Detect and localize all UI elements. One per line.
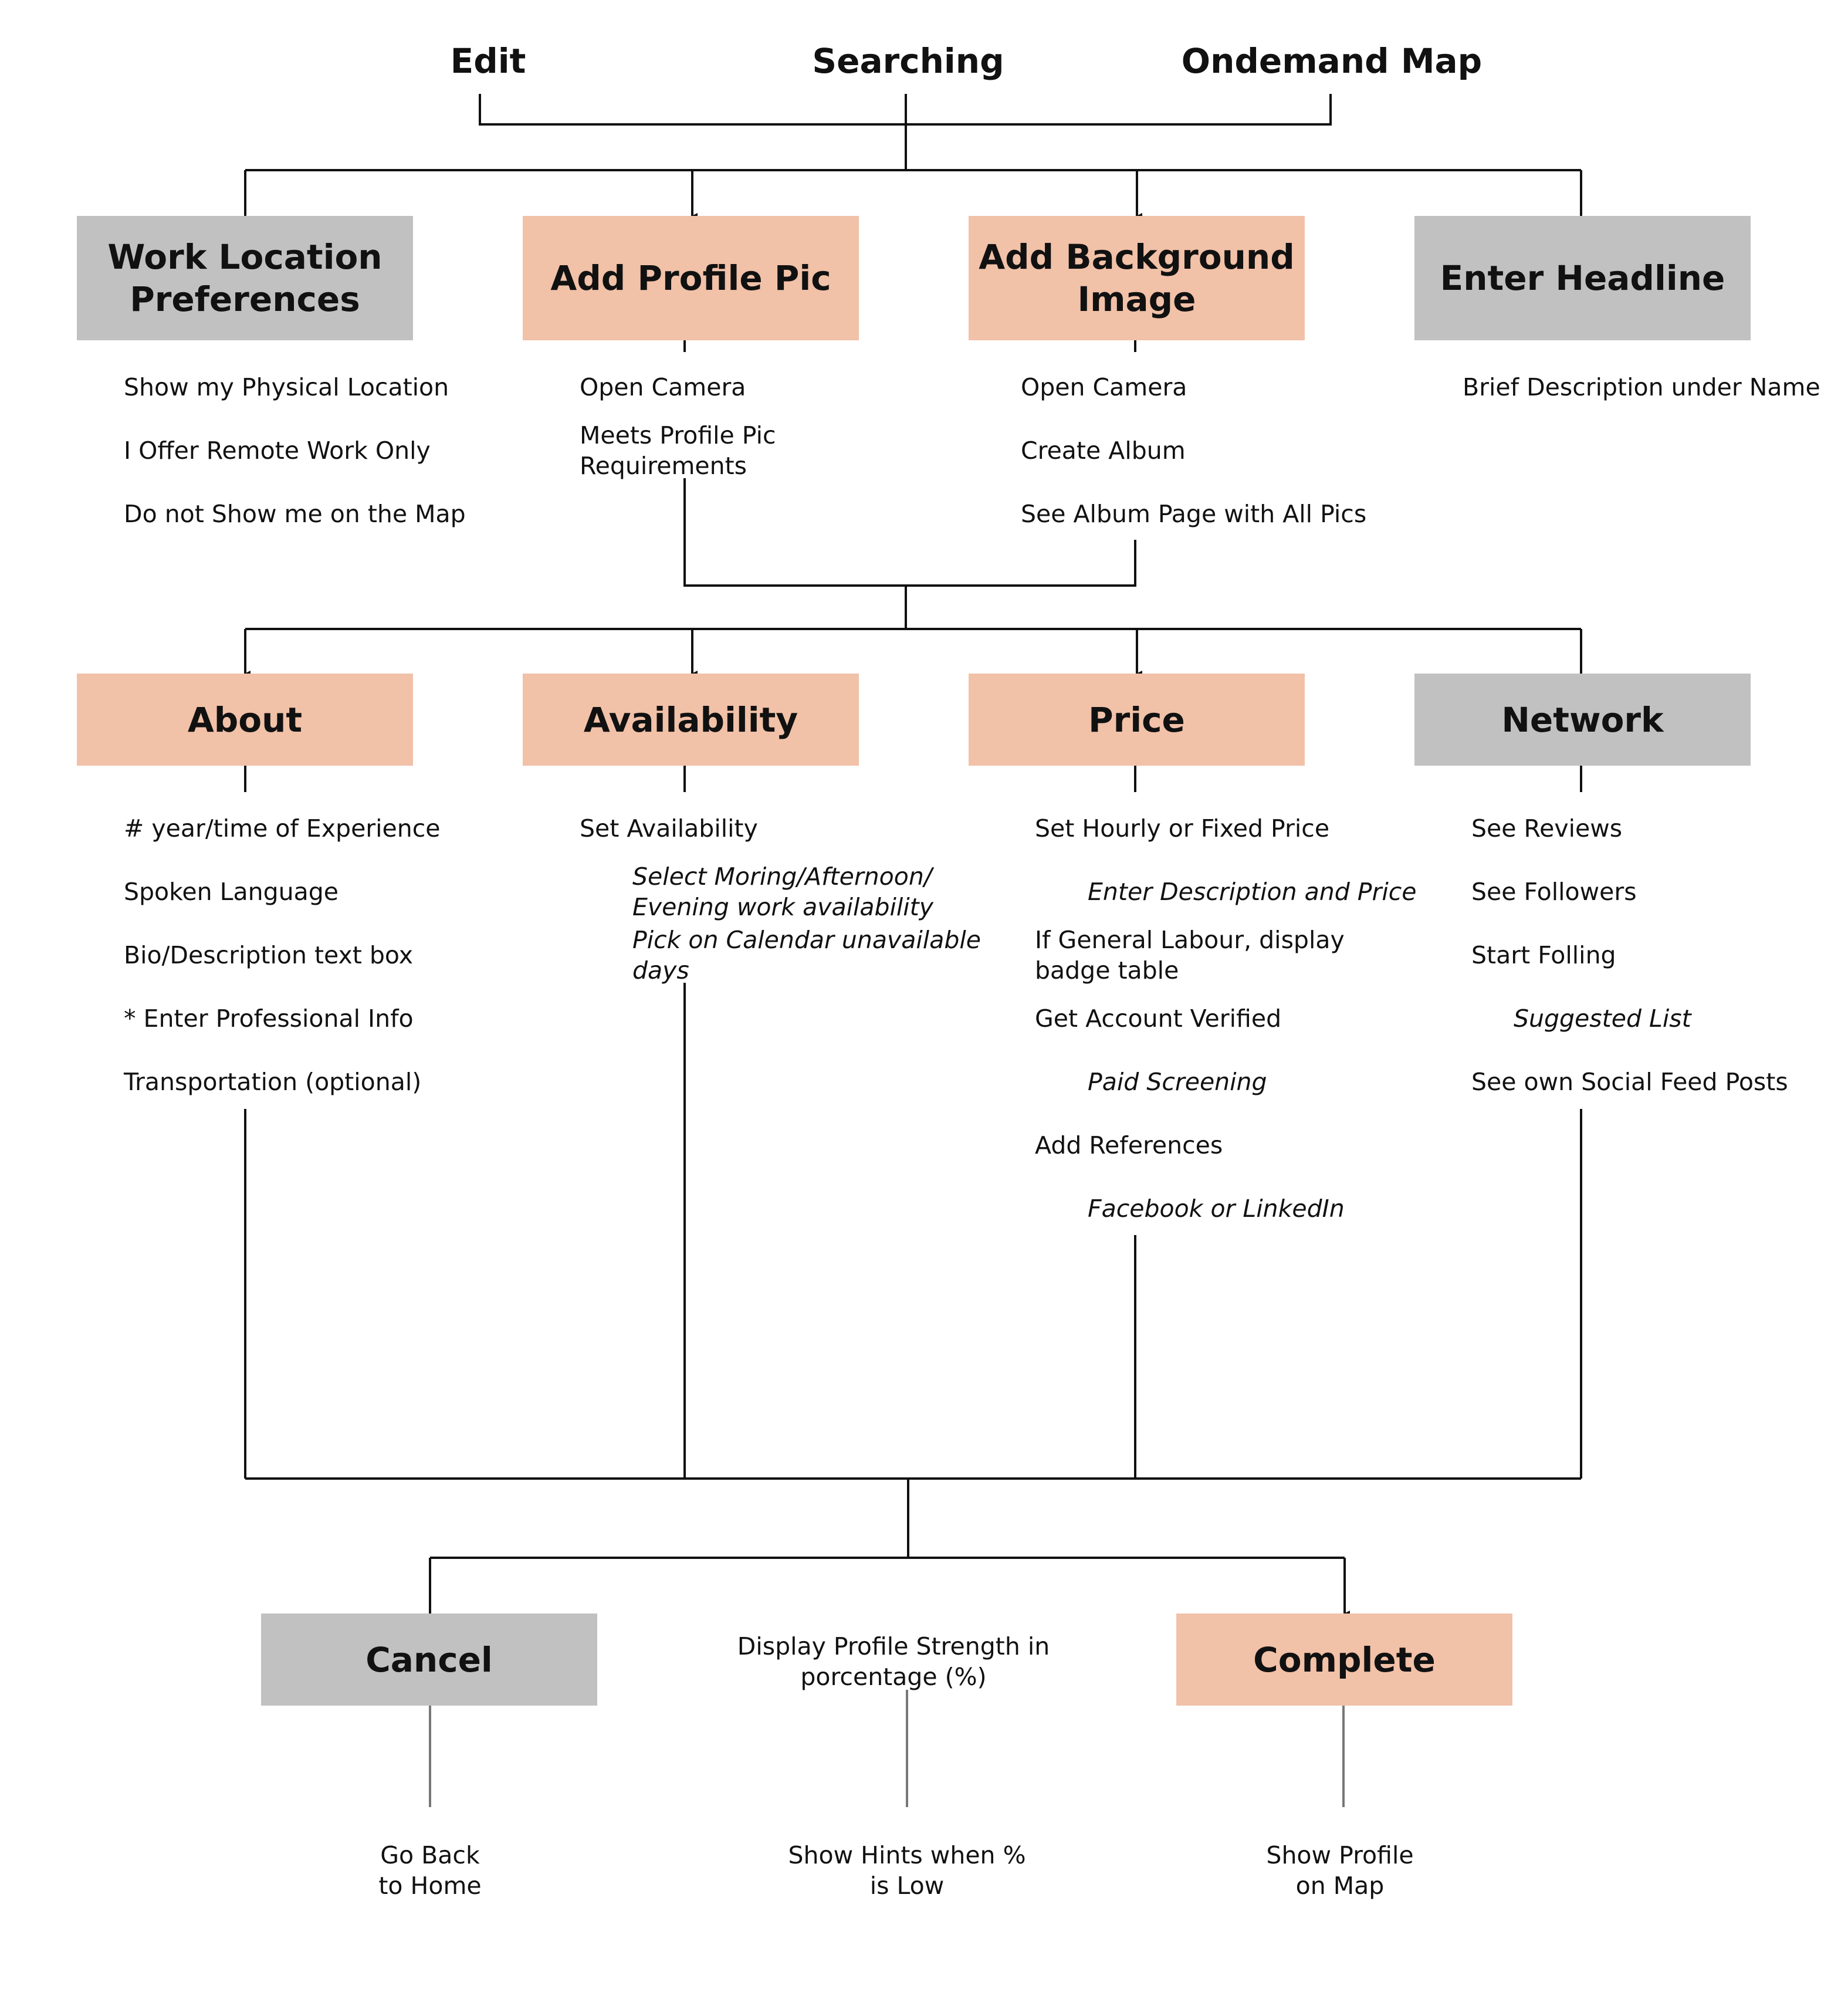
complete-button[interactable]: Complete <box>1176 1613 1512 1706</box>
list-item: days <box>632 956 689 985</box>
enter-headline-title: Enter Headline <box>1440 258 1725 298</box>
list-item: Select Moring/Afternoon/ <box>632 862 932 891</box>
list-item: Do not Show me on the Map <box>124 500 466 528</box>
list-item: Open Camera <box>1021 373 1187 401</box>
heading-searching: Searching <box>812 41 1004 81</box>
list-item: * Enter Professional Info <box>124 1004 414 1033</box>
cancel-outcome-text: Go Back to Home <box>378 1841 482 1900</box>
about-box[interactable]: About <box>77 674 413 766</box>
list-item: Add References <box>1035 1131 1223 1159</box>
list-item: Facebook or LinkedIn <box>1088 1195 1345 1223</box>
list-item: See Followers <box>1471 878 1637 906</box>
list-item: Bio/Description text box <box>124 941 414 969</box>
strength-outcome-text: Show Hints when % is Low <box>788 1841 1026 1900</box>
availability-title: Availability <box>583 699 798 740</box>
list-item: badge table <box>1035 956 1179 985</box>
complete-outcome-text: Show Profile on Map <box>1266 1841 1414 1900</box>
list-item: Requirements <box>580 452 747 480</box>
cancel-button[interactable]: Cancel <box>261 1613 597 1706</box>
list-item: See Album Page with All Pics <box>1021 500 1367 528</box>
add-background-image-title: Add Background Image <box>979 237 1295 319</box>
list-item: Open Camera <box>580 373 746 401</box>
price-title: Price <box>1088 699 1185 740</box>
list-item: Brief Description under Name <box>1463 373 1820 401</box>
network-title: Network <box>1501 699 1664 740</box>
list-item: Show my Physical Location <box>124 373 449 401</box>
price-box[interactable]: Price <box>969 674 1305 766</box>
list-item: See Reviews <box>1471 814 1623 843</box>
list-item: Suggested List <box>1514 1004 1691 1033</box>
list-item: Create Album <box>1021 437 1186 465</box>
heading-ondemand-map: Ondemand Map <box>1181 41 1483 81</box>
availability-box[interactable]: Availability <box>523 674 859 766</box>
profile-strength-text: Display Profile Strength in porcentage (… <box>737 1632 1050 1691</box>
list-item: Spoken Language <box>124 878 339 906</box>
list-item: Set Availability <box>580 814 758 843</box>
list-item: Transportation (optional) <box>124 1068 422 1096</box>
list-item: Meets Profile Pic <box>580 421 776 449</box>
list-item: Enter Description and Price <box>1088 878 1417 906</box>
list-item: Get Account Verified <box>1035 1004 1282 1033</box>
about-title: About <box>187 699 303 740</box>
cancel-title: Cancel <box>365 1639 493 1680</box>
list-item: Evening work availability <box>632 893 934 921</box>
work-location-title: Work Location Preferences <box>107 237 383 319</box>
work-location-box[interactable]: Work Location Preferences <box>77 216 413 340</box>
list-item: I Offer Remote Work Only <box>124 437 431 465</box>
network-box[interactable]: Network <box>1414 674 1751 766</box>
list-item: Start Folling <box>1471 941 1616 969</box>
complete-title: Complete <box>1253 1639 1436 1680</box>
heading-edit: Edit <box>450 41 526 81</box>
list-item: See own Social Feed Posts <box>1471 1068 1788 1096</box>
add-profile-pic-box[interactable]: Add Profile Pic <box>523 216 859 340</box>
list-item: # year/time of Experience <box>124 814 441 843</box>
add-background-image-box[interactable]: Add Background Image <box>969 216 1305 340</box>
enter-headline-box[interactable]: Enter Headline <box>1414 216 1751 340</box>
row1-merge-line <box>683 478 1136 587</box>
list-item: Set Hourly or Fixed Price <box>1035 814 1330 843</box>
list-item: If General Labour, display <box>1035 926 1345 954</box>
add-profile-pic-title: Add Profile Pic <box>550 258 831 298</box>
list-item: Pick on Calendar unavailable <box>632 926 981 954</box>
list-item: Paid Screening <box>1088 1068 1267 1096</box>
